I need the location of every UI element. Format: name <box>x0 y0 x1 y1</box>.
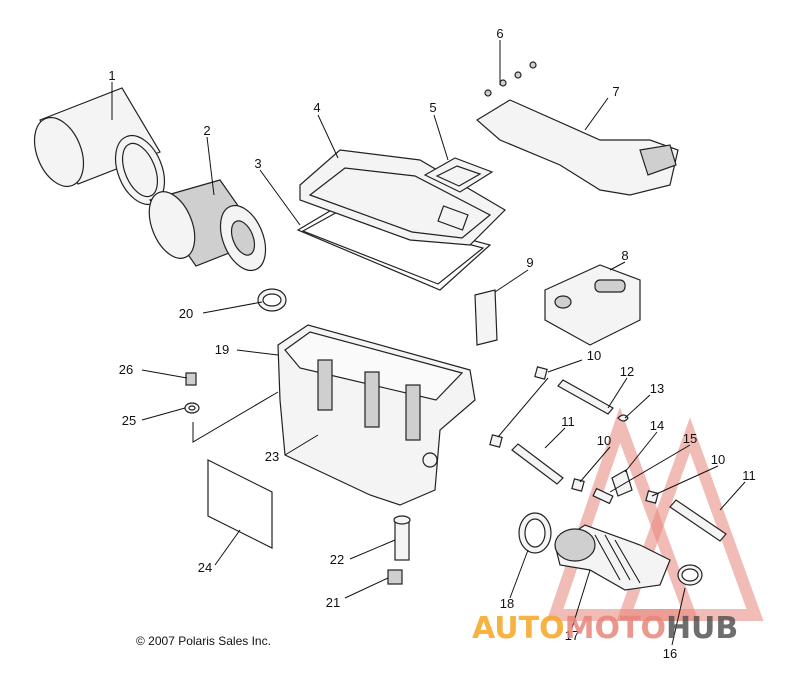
part-7-intake-duct <box>475 99 679 196</box>
callout-5: 5 <box>429 100 436 115</box>
callout-17: 17 <box>565 628 579 643</box>
part-2-filter-element <box>148 179 267 272</box>
watermark-logo <box>546 407 764 621</box>
callout-22: 22 <box>330 552 344 567</box>
callout-13: 13 <box>650 381 664 396</box>
callout-16: 16 <box>663 646 677 661</box>
callouts: 1 2 3 4 5 6 7 8 9 10 11 12 13 14 15 10 1… <box>108 26 755 661</box>
callout-12: 12 <box>620 364 634 379</box>
callout-18: 18 <box>500 596 514 611</box>
callout-23: 23 <box>265 449 279 464</box>
callout-3: 3 <box>254 156 261 171</box>
callout-10c: 10 <box>711 452 725 467</box>
watermark-hub: HUB <box>666 611 738 646</box>
leader-lines <box>111 40 746 646</box>
callout-14: 14 <box>650 418 664 433</box>
callout-7: 7 <box>612 84 619 99</box>
callout-6: 6 <box>496 26 503 41</box>
callout-25: 25 <box>122 413 136 428</box>
part-14-fitting <box>611 469 633 497</box>
watermark-moto: MOTO <box>565 611 666 646</box>
part-24-label <box>207 459 273 549</box>
part-15-fitting <box>592 487 614 505</box>
part-12-tube <box>557 379 614 415</box>
part-23-airbox-base <box>277 324 476 506</box>
part-22-drain-tube <box>393 515 411 561</box>
callout-11b: 11 <box>742 468 756 483</box>
part-1-prefilter <box>33 87 166 205</box>
part-8-foam-block <box>544 264 641 346</box>
callout-10b: 10 <box>597 433 611 448</box>
part-5-cover-plate <box>423 157 494 193</box>
part-21-drain-plug <box>387 569 403 585</box>
callout-2: 2 <box>203 123 210 138</box>
part-6-screws <box>484 61 537 97</box>
callout-10a: 10 <box>587 348 601 363</box>
part-26-bolt <box>185 372 197 386</box>
part-3-gasket <box>296 204 492 291</box>
watermark-auto: AUTO <box>472 611 565 646</box>
callout-15: 15 <box>683 431 697 446</box>
callout-11a: 11 <box>561 414 575 429</box>
callout-9: 9 <box>526 255 533 270</box>
callout-4: 4 <box>313 100 320 115</box>
callout-8: 8 <box>621 248 628 263</box>
callout-19: 19 <box>215 342 229 357</box>
part-10-caps <box>489 366 659 504</box>
callout-21: 21 <box>326 595 340 610</box>
part-18-coupler <box>518 512 552 554</box>
part-17-intake-boot <box>554 524 671 591</box>
part-13-clip <box>617 414 629 422</box>
part-9-block <box>474 289 498 346</box>
callout-20: 20 <box>179 306 193 321</box>
callout-26: 26 <box>119 362 133 377</box>
part-11-tubes <box>511 443 727 542</box>
part-20-clamp <box>257 288 287 312</box>
part-4-airbox-cover <box>299 149 506 246</box>
copyright-text: © 2007 Polaris Sales Inc. <box>136 634 271 648</box>
callout-24: 24 <box>198 560 212 575</box>
part-25-washer <box>184 402 200 414</box>
watermark-text: AUTOMOTOHUB <box>472 611 738 646</box>
part-16-clamp <box>677 564 703 586</box>
callout-1: 1 <box>108 68 115 83</box>
